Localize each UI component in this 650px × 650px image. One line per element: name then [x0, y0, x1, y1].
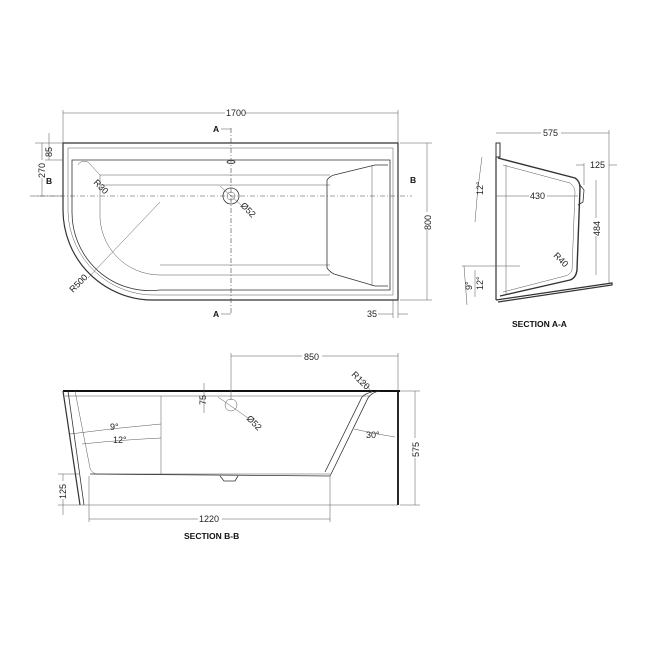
- dim-b-waste-diameter: Ø52: [245, 413, 264, 432]
- dim-overall-length: 1700: [226, 108, 246, 118]
- dim-a-angle-back: 12°: [475, 181, 485, 195]
- dim-a-angle-floor-1: 12°: [475, 276, 485, 290]
- dim-waste-diameter: Ø52: [239, 200, 258, 219]
- dim-b-floor-length: 1220: [199, 514, 219, 524]
- dim-rim-offset: 35: [367, 309, 377, 319]
- dim-top-offset: 85: [44, 147, 54, 157]
- dim-b-overall-height: 575: [411, 442, 421, 457]
- section-b-b: Ø52 75 850 575 R120 30° 9° 12° 125: [57, 350, 421, 541]
- dim-a-radius: R40: [552, 250, 571, 269]
- dim-b-base-height: 125: [58, 484, 68, 499]
- dim-a-inner-width: 430: [530, 191, 545, 201]
- dim-corner-radius: R500: [67, 272, 89, 294]
- section-a-a: 575 125 430 484 12° 12° 9° R40 SECTION A…: [462, 127, 617, 329]
- dim-b-waste-position: 850: [304, 352, 319, 362]
- dim-b-angle-1: 9°: [110, 422, 119, 432]
- dim-a-overall-width: 575: [543, 128, 558, 138]
- section-a-a-title: SECTION A-A: [512, 319, 567, 329]
- dim-a-depth: 484: [592, 221, 602, 236]
- dim-centerline-offset: 270: [37, 163, 47, 178]
- dim-b-overflow-offset: 75: [198, 395, 208, 405]
- dim-inner-radius: R30: [92, 177, 111, 196]
- section-marker-b-left: B: [46, 176, 52, 186]
- section-marker-b-right: B: [410, 175, 416, 185]
- section-marker-a-bottom: A: [213, 309, 219, 319]
- dim-a-lip: 125: [590, 160, 605, 170]
- dim-a-angle-floor-2: 9°: [464, 281, 474, 290]
- dim-b-angle-end: 30°: [366, 430, 380, 440]
- section-b-b-title: SECTION B-B: [184, 531, 239, 541]
- plan-view: A A B B 1700 800 35 270 85 R5: [30, 107, 433, 319]
- dim-overall-width: 800: [423, 215, 433, 230]
- dim-b-angle-2: 12°: [113, 435, 127, 445]
- section-marker-a-top: A: [213, 124, 219, 134]
